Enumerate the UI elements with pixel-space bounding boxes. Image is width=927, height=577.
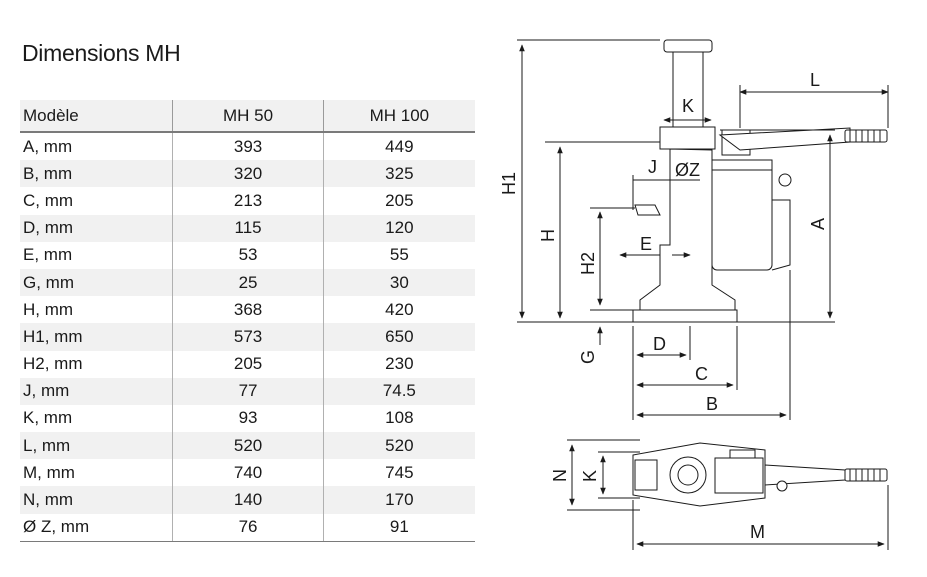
label-n: N xyxy=(550,469,570,482)
label-j: J xyxy=(648,157,657,177)
label-k: K xyxy=(682,96,694,116)
label-a: A xyxy=(808,218,828,230)
header-mh100: MH 100 xyxy=(322,100,475,133)
label-h1: H1 xyxy=(499,172,519,195)
row-label-cell: L, mm xyxy=(20,432,173,460)
mh50-value-cell: 53 xyxy=(172,241,324,269)
mh100-value-cell: 74.5 xyxy=(322,377,475,405)
mh50-value-cell: 740 xyxy=(172,459,324,487)
mh100-value-cell: 650 xyxy=(322,323,475,351)
label-c: C xyxy=(695,364,708,384)
row-label-cell: M, mm xyxy=(23,462,75,482)
label-g: G xyxy=(578,350,598,364)
row-label-cell: J, mm xyxy=(20,377,173,405)
header-mh50: MH 50 xyxy=(172,100,324,133)
row-label-cell: Ø Z, mm xyxy=(20,513,173,542)
jack-top-view xyxy=(567,439,889,550)
mh100-value-cell: 170 xyxy=(322,486,475,514)
jack-side-view xyxy=(632,39,888,323)
row-label-cell: G, mm xyxy=(20,268,173,297)
label-z: ØZ xyxy=(675,160,700,180)
mh50-value-cell: 573 xyxy=(172,323,324,351)
mh100-value-cell: 449 xyxy=(322,132,475,161)
mh50-value-cell: 205 xyxy=(172,350,324,378)
label-l: L xyxy=(810,70,820,90)
dimension-labels: H1 H H2 G K J ØZ E L A D C B N K M xyxy=(499,70,828,542)
row-label-cell: C, mm xyxy=(23,190,74,210)
label-k-top: K xyxy=(580,470,600,482)
label-h2: H2 xyxy=(578,252,598,275)
label-e: E xyxy=(640,234,652,254)
header-model: Modèle xyxy=(20,100,173,133)
mh100-value-cell: 520 xyxy=(322,432,475,460)
mh50-value-cell: 368 xyxy=(172,296,324,324)
mh50-value-cell: 115 xyxy=(172,214,324,242)
dimension-lines xyxy=(517,39,889,420)
mh100-value-cell: 745 xyxy=(322,459,475,487)
row-label-cell: A, mm xyxy=(23,136,73,156)
row-label-cell: N, mm xyxy=(20,486,173,514)
row-label-cell: H2, mm xyxy=(23,354,83,374)
mh100-value-cell: 325 xyxy=(322,160,475,188)
label-b: B xyxy=(706,394,718,414)
mh50-value-cell: 520 xyxy=(172,432,324,460)
mh50-value-cell: 320 xyxy=(172,160,324,188)
label-h: H xyxy=(538,229,558,242)
mh50-value-cell: 393 xyxy=(172,132,324,161)
mh50-value-cell: 77 xyxy=(172,377,324,405)
label-m: M xyxy=(750,522,765,542)
row-label-cell: E, mm xyxy=(23,245,73,265)
page-title: Dimensions MH xyxy=(22,40,181,66)
mh100-value-cell: 205 xyxy=(322,187,475,215)
mh50-value-cell: 140 xyxy=(172,486,324,514)
mh100-value-cell: 55 xyxy=(322,241,475,269)
mh50-value-cell: 76 xyxy=(172,513,324,542)
row-label-cell: K, mm xyxy=(23,408,73,428)
row-label-cell: B, mm xyxy=(20,160,173,188)
mh100-value-cell: 30 xyxy=(322,268,475,297)
mh100-value-cell: 108 xyxy=(322,404,475,433)
row-label-cell: H, mm xyxy=(23,299,74,319)
jack-dimension-drawing: H1 H H2 G K J ØZ E L A D C B N K M xyxy=(499,39,889,550)
row-label-cell: D, mm xyxy=(20,214,173,242)
row-label-cell: H1, mm xyxy=(20,323,173,351)
table-header-row: Modèle MH 50 MH 100 xyxy=(20,100,475,133)
mh100-value-cell: 91 xyxy=(322,513,475,542)
mh100-value-cell: 420 xyxy=(322,296,475,324)
mh50-value-cell: 213 xyxy=(172,187,324,215)
mh100-value-cell: 120 xyxy=(322,214,475,242)
label-d: D xyxy=(653,334,666,354)
mh50-value-cell: 25 xyxy=(172,268,324,297)
mh100-value-cell: 230 xyxy=(322,350,475,378)
mh50-value-cell: 93 xyxy=(172,404,324,433)
